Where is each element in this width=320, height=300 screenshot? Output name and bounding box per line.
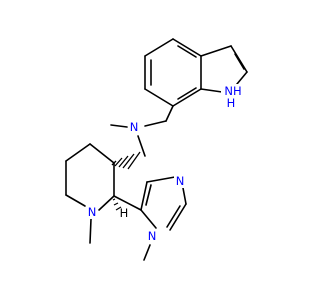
bond: [137, 135, 146, 157]
bond: [144, 120, 167, 127]
bond: [143, 244, 151, 261]
bond: [89, 218, 92, 244]
atom-labels: NH H N N H N N: [86, 84, 243, 243]
methylene-linker: [144, 105, 174, 127]
imidazole-n-label: N: [176, 174, 185, 188]
bond: [146, 176, 176, 183]
bond: [140, 209, 157, 229]
indole-h-label: H: [227, 96, 236, 110]
bond: [172, 88, 202, 107]
bond: [144, 88, 174, 107]
piperidine-n-label: N: [88, 205, 97, 219]
double-bond: [145, 184, 152, 206]
bond: [113, 195, 142, 211]
amine-n-label: N: [130, 120, 139, 134]
indole-benzene-ring: [144, 38, 202, 107]
bond: [65, 143, 91, 162]
double-bond: [177, 87, 197, 100]
double-bond: [177, 45, 197, 58]
bond: [98, 195, 115, 211]
bond: [182, 187, 187, 205]
bond: [89, 143, 115, 164]
amine-substituents: [110, 124, 146, 157]
bond: [172, 38, 202, 57]
bond: [110, 124, 128, 128]
hashed-wedge-bond-h: [112, 198, 122, 211]
imidazole-n-methyl-label: N: [148, 229, 157, 243]
molecule-canvas: NH H N N H N N: [65, 38, 248, 261]
bond: [200, 45, 232, 57]
indole-nh-label: NH: [224, 84, 241, 98]
bond: [169, 203, 187, 231]
imidazole-ring: [140, 176, 187, 261]
bond: [65, 194, 86, 207]
bond: [140, 181, 148, 211]
bond: [144, 38, 174, 57]
hashed-wedge-bond: [111, 151, 141, 170]
stereo-h-label: H: [120, 206, 129, 220]
bond: [230, 45, 248, 73]
bond: [200, 88, 223, 93]
double-bond: [234, 53, 245, 70]
structure-diagram: NH H N N H N N: [65, 38, 248, 261]
double-bond: [166, 205, 181, 228]
bond: [165, 105, 174, 122]
piperidine-ring: [65, 143, 115, 244]
